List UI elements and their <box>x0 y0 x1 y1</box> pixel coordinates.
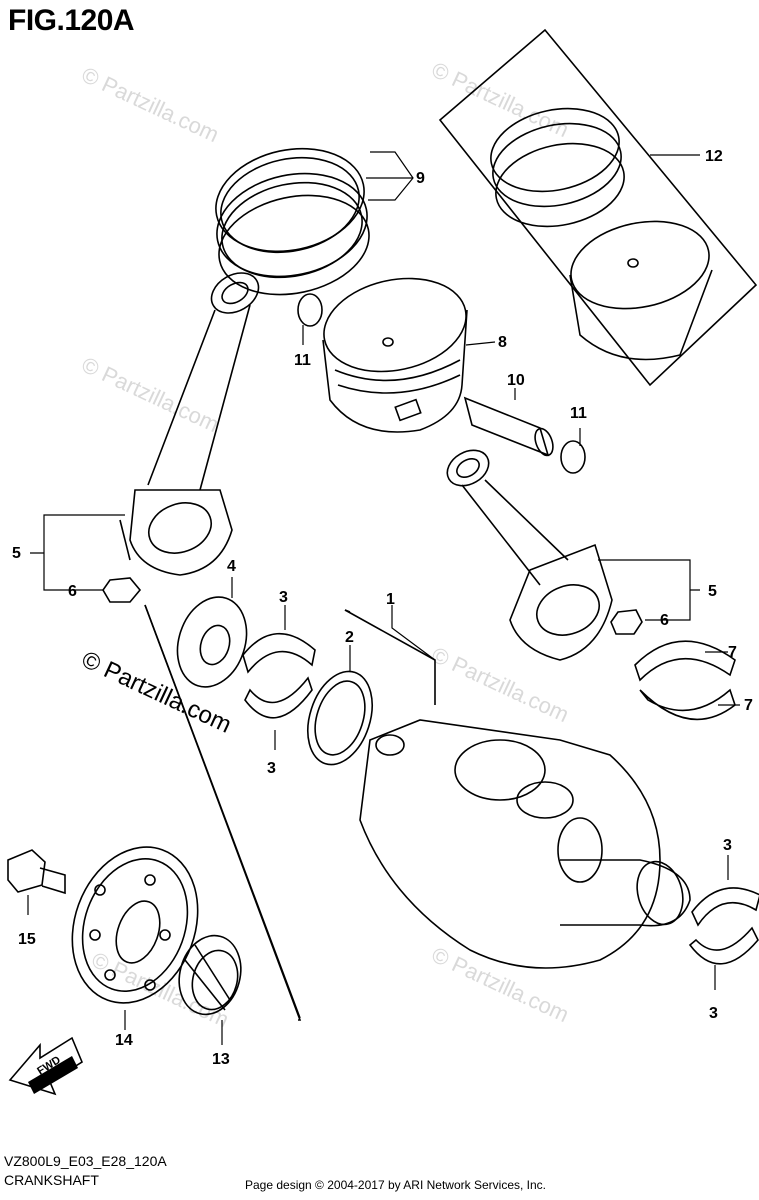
figure-caption: CRANKSHAFT <box>4 1172 99 1188</box>
callout-3: 3 <box>267 760 276 777</box>
primary-drive-gear <box>71 846 199 1004</box>
callout-1: 1 <box>386 591 395 608</box>
callout-4: 4 <box>227 558 236 575</box>
nut-right <box>610 609 643 635</box>
callout-3: 3 <box>709 1005 718 1022</box>
watermark: © Partzilla.com <box>78 62 223 147</box>
bolt <box>7 849 66 895</box>
bearing-lower-right <box>688 926 759 965</box>
watermark: © Partzilla.com <box>428 57 573 142</box>
connecting-rod-left <box>119 272 260 576</box>
connecting-rod-right <box>446 449 613 661</box>
model-code: VZ800L9_E03_E28_120A <box>4 1153 167 1169</box>
circlip-right <box>560 440 586 474</box>
callout-5: 5 <box>12 545 21 562</box>
crankshaft-gear <box>178 934 242 1016</box>
thrust-washer <box>176 596 248 688</box>
piston <box>322 277 468 433</box>
piston-pin <box>463 396 554 457</box>
callout-6: 6 <box>660 612 669 629</box>
watermark: © Partzilla.com <box>78 352 223 437</box>
crankshaft <box>359 719 691 969</box>
conrod-bearings-right <box>634 640 736 721</box>
callout-9: 9 <box>416 170 425 187</box>
figure-title: FIG.120A <box>8 4 135 37</box>
callout-8: 8 <box>498 334 507 351</box>
callout-7: 7 <box>728 644 737 661</box>
bearing-upper-center <box>242 632 316 674</box>
callout-6: 6 <box>68 583 77 600</box>
watermark: © Partzilla.com <box>428 642 573 727</box>
piston-set-box <box>438 28 758 387</box>
callout-2: 2 <box>345 629 354 646</box>
callout-11: 11 <box>294 352 311 369</box>
page-footer: Page design © 2004-2017 by ARI Network S… <box>245 1178 547 1192</box>
circlip-left <box>297 293 323 327</box>
watermark-dark: © Partzilla.com <box>77 646 235 739</box>
watermark: © Partzilla.com <box>428 942 573 1027</box>
bearing-upper-right <box>691 887 759 927</box>
callout-15: 15 <box>18 931 36 948</box>
callout-12: 12 <box>705 148 723 165</box>
callout-14: 14 <box>115 1032 133 1049</box>
nut-left <box>102 577 142 603</box>
bearing-lower-center <box>244 676 313 719</box>
piston-rings <box>215 147 370 296</box>
group-bracket-crank <box>344 609 436 705</box>
callout-13: 13 <box>212 1051 230 1068</box>
callout-7: 7 <box>744 697 753 714</box>
callout-3: 3 <box>279 589 288 606</box>
callout-3: 3 <box>723 837 732 854</box>
fwd-arrow-icon <box>8 1036 83 1096</box>
callout-10: 10 <box>507 372 525 389</box>
callout-5: 5 <box>708 583 717 600</box>
callout-11: 11 <box>570 405 587 422</box>
thrust-bearing <box>307 670 373 766</box>
